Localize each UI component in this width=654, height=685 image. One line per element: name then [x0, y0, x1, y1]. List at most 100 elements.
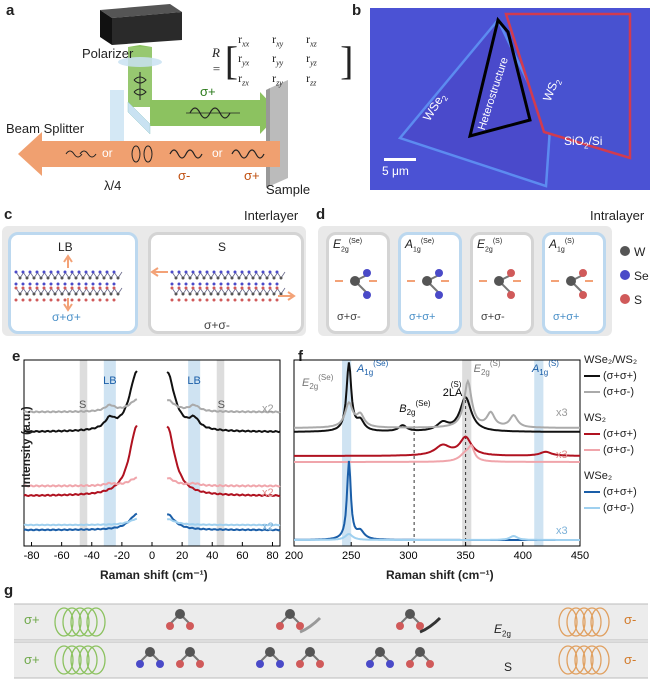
s-lattice-atom — [275, 282, 279, 286]
s-lattice-atom — [205, 286, 209, 290]
molecule-bot-x — [386, 660, 394, 668]
spiral-green-2 — [62, 645, 82, 675]
lb-lattice-atom — [77, 282, 81, 286]
s-lattice-atom — [212, 298, 216, 302]
s-lattice-atom — [184, 282, 188, 286]
band-label-e: LB — [187, 375, 200, 387]
lb-lattice-atom — [112, 286, 116, 290]
s-lattice-atom — [272, 292, 276, 296]
s-lattice-atom — [205, 298, 209, 302]
or-label-2: or — [212, 146, 223, 160]
legend-entry: (σ+σ+) — [584, 426, 637, 442]
lb-lattice-atom — [28, 270, 32, 274]
lb-lattice-atom — [35, 270, 39, 274]
s-lattice-atom — [261, 286, 265, 290]
s-lattice-atom — [191, 282, 195, 286]
s-lattice-atom — [223, 292, 227, 296]
lb-lattice-atom — [88, 292, 92, 296]
lb-lattice-atom — [14, 270, 18, 274]
lb-lattice-atom — [70, 286, 74, 290]
lb-lattice-atom — [49, 286, 53, 290]
mode-label: A1g(Se) — [405, 237, 435, 254]
s-lattice-atom — [247, 270, 251, 274]
lb-lattice-atom — [70, 298, 74, 302]
lb-lattice-atom — [35, 286, 39, 290]
sigma-minus-label: σ- — [178, 168, 191, 183]
lb-lattice-atom — [63, 298, 67, 302]
lb-lattice-atom — [56, 298, 60, 302]
lb-mode-label: LB — [58, 240, 73, 254]
s-lattice-atom — [170, 298, 174, 302]
lb-lattice-atom — [42, 286, 46, 290]
molecule-top — [405, 609, 415, 619]
curve-e-wse2-pp — [23, 512, 281, 532]
panel-e-label: e — [12, 348, 21, 365]
s-lattice-atom — [170, 270, 174, 274]
s-lattice-atom — [261, 298, 265, 302]
lb-lattice-atom — [102, 292, 106, 296]
chalcogen-atom — [363, 291, 371, 299]
molecule-bot-x — [256, 660, 264, 668]
legend-s: S — [620, 288, 649, 312]
s-lattice-atom — [240, 270, 244, 274]
s-polarization: σ+σ- — [204, 318, 230, 332]
band-e-3 — [216, 360, 225, 546]
lb-lattice-atom — [105, 270, 109, 274]
s-lattice-atom — [219, 282, 223, 286]
raman-tensor: R = [ rxx rxy rxz ryx ryy ryz rzx rzy rz… — [212, 32, 353, 90]
s-lattice-atom — [198, 298, 202, 302]
spiral-green-1 — [86, 607, 106, 637]
tick-label-e: 0 — [149, 550, 155, 562]
tensor-label: R = — [212, 45, 221, 77]
lb-lattice-atom — [95, 292, 99, 296]
s-lattice-atom — [233, 270, 237, 274]
legend-entry: (σ+σ+) — [584, 484, 637, 500]
molecule-bot-x — [156, 660, 164, 668]
panel-g-label: g — [4, 582, 14, 599]
panel-a-label: a — [6, 2, 15, 19]
s-lattice-atom — [226, 298, 230, 302]
spiral-orange-1 — [590, 607, 610, 637]
lb-lattice-atom — [28, 298, 32, 302]
label-la-sup: (S) — [451, 380, 462, 389]
tick-label-f: 250 — [342, 550, 360, 562]
spiral-green-2 — [86, 645, 106, 675]
s-lattice-atom — [233, 286, 237, 290]
lb-lattice-atom — [91, 298, 95, 302]
lb-lattice-atom — [84, 282, 88, 286]
molecule-bot-x — [426, 660, 434, 668]
scale-label-f: x3 — [556, 525, 568, 537]
tick-label-e: -20 — [114, 550, 130, 562]
spiral-orange-1 — [566, 607, 586, 637]
s-lattice-atom — [233, 298, 237, 302]
s-lattice-atom — [209, 276, 213, 280]
spiral-green-2 — [78, 645, 98, 675]
scale-label-e: x2 — [262, 403, 274, 415]
lb-lattice-atom — [105, 282, 109, 286]
legend-group-title: WSe₂ — [584, 470, 613, 482]
lb-lattice-atom — [46, 276, 50, 280]
mode-molecule — [335, 269, 377, 299]
lb-lattice-atom — [56, 270, 60, 274]
s-lattice-atom — [219, 270, 223, 274]
lb-lattice-atom — [14, 282, 18, 286]
lb-lattice-atom — [63, 270, 67, 274]
s-lattice-atom — [174, 276, 178, 280]
s-lattice-atom — [177, 270, 181, 274]
legend-entry: (σ+σ-) — [584, 442, 637, 458]
lb-lattice-atom — [81, 276, 85, 280]
s-mode-label: S — [218, 240, 227, 254]
s-lattice-atom — [261, 270, 265, 274]
lb-lattice-atom — [60, 292, 64, 296]
lb-lattice-atom — [49, 270, 53, 274]
motion-arrow — [299, 616, 322, 634]
scale-label-e: x2 — [262, 487, 274, 499]
lb-lattice-atom — [67, 292, 71, 296]
spiral-orange-2 — [574, 645, 594, 675]
lb-lattice-atom — [56, 286, 60, 290]
lb-lattice-atom — [35, 282, 39, 286]
g-s-label: S — [504, 660, 513, 674]
s-lattice-atom — [268, 270, 272, 274]
